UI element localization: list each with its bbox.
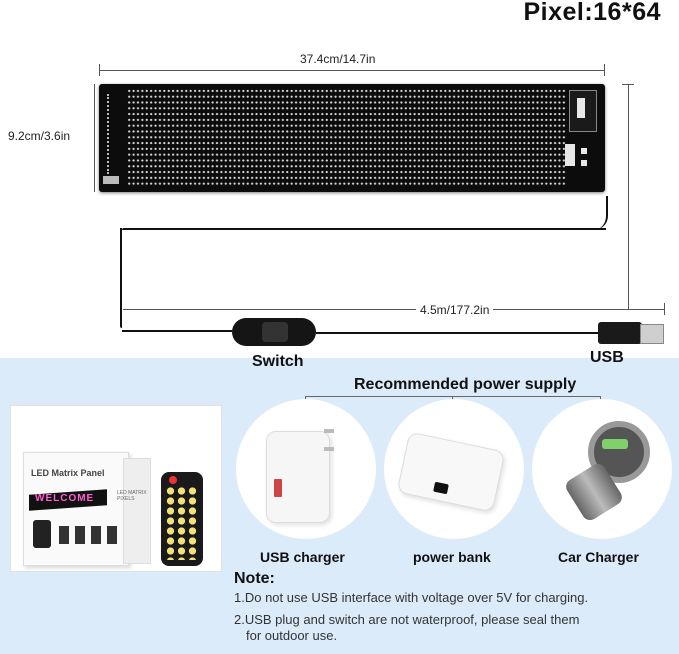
chip-2 [565, 144, 575, 166]
cable-vertical-guide [628, 84, 629, 310]
package-side-text: LED MATRIX PIXELS [117, 490, 147, 502]
power-bank-circle [384, 399, 524, 539]
cable-bottom-segment [122, 330, 232, 332]
charger-usb-port [274, 479, 282, 497]
cable-left-segment [120, 228, 122, 328]
package-phone-icon [33, 520, 51, 548]
width-tick-left [99, 64, 100, 76]
usb-charger-icon [266, 431, 330, 523]
usb-charger-label: USB charger [260, 549, 345, 565]
led-dot-grid [127, 88, 567, 186]
cable-vertical-tick [622, 84, 634, 85]
note-item-2: 2.USB plug and switch are not waterproof… [234, 612, 580, 627]
width-tick-right [604, 64, 605, 76]
car-charger-icon [588, 421, 650, 483]
width-label: 37.4cm/14.7in [296, 52, 380, 66]
left-pad-1 [103, 176, 119, 184]
usb-plug [598, 322, 642, 344]
chip-3 [581, 148, 587, 154]
package-app-icons [59, 526, 117, 544]
pixel-title: Pixel:16*64 [523, 0, 661, 26]
car-charger-label: Car Charger [558, 549, 639, 565]
charger-prong-2 [324, 447, 334, 451]
remote-buttons [165, 486, 199, 560]
led-matrix-panel [99, 84, 605, 192]
car-charger-led [602, 439, 628, 449]
package-scroll-text: WELCOME [35, 493, 95, 504]
height-label: 9.2cm/3.6in [8, 129, 71, 143]
note-heading: Note: [234, 570, 275, 587]
recommended-label: Recommended power supply [354, 376, 577, 393]
cable-top-segment [122, 228, 606, 230]
package-brand: LED Matrix Panel [31, 468, 105, 478]
switch-rocker [262, 322, 288, 342]
width-dimension-line [99, 70, 605, 71]
remote-power-button [169, 476, 177, 484]
car-charger-circle [532, 399, 672, 539]
height-dimension-line [94, 84, 95, 192]
chip-1 [577, 98, 585, 118]
charger-prong-1 [324, 429, 334, 433]
power-bank-icon [396, 431, 506, 513]
cable-length-line [123, 309, 665, 310]
cable-switch-to-usb [316, 332, 598, 334]
note-item-2-continuation: for outdoor use. [246, 628, 338, 643]
power-bank-label: power bank [413, 549, 491, 565]
product-package-image: LED Matrix Panel WELCOME LED MATRIX PIXE… [10, 405, 222, 572]
power-cable [116, 196, 608, 230]
usb-label: USB [590, 349, 624, 366]
usb-charger-circle [236, 399, 376, 539]
left-connector-marks [107, 94, 112, 174]
cable-length-tick-right [664, 303, 665, 315]
chip-4 [581, 160, 587, 166]
switch-label: Switch [252, 353, 304, 370]
package-side [123, 458, 151, 564]
cable-length-label: 4.5m/177.2in [416, 303, 494, 317]
note-item-1: 1.Do not use USB interface with voltage … [234, 590, 589, 605]
usb-connector-metal [640, 324, 664, 344]
